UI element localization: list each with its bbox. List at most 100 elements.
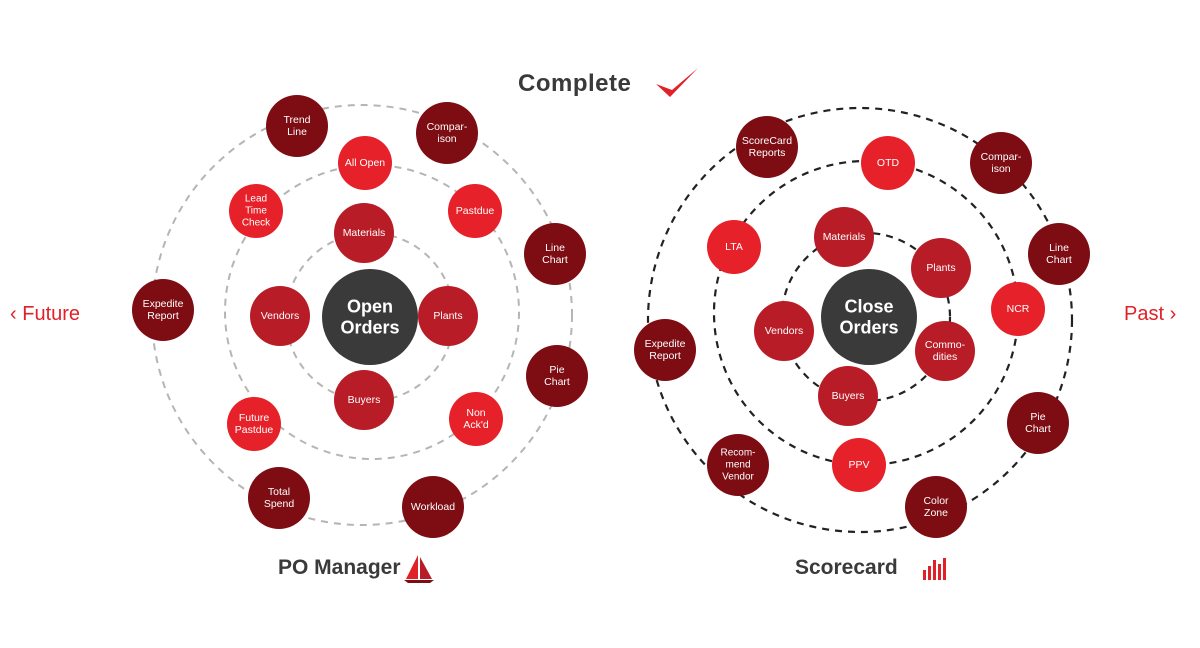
chevron-left-icon: ‹ [10,303,17,325]
past-text: Past [1124,303,1165,325]
node-circle[interactable] [227,397,281,451]
node-circle[interactable] [634,319,696,381]
node-circle[interactable] [416,102,478,164]
center-label: Close [844,296,893,316]
node-materials[interactable]: Materials [814,207,874,267]
node-label: Materials [823,231,866,243]
node-plants[interactable]: Plants [418,286,478,346]
node-label: Report [649,350,681,362]
node-circle[interactable] [814,207,874,267]
node-circle[interactable] [754,301,814,361]
node-all-open[interactable]: All Open [338,136,392,190]
node-label: Ack'd [463,419,489,431]
node-label: ison [437,133,456,145]
node-label: Zone [924,507,948,519]
node-circle[interactable] [707,220,761,274]
node-circle[interactable] [911,238,971,298]
node-label: ison [991,163,1010,175]
node-label: All Open [345,157,385,169]
center-label: Open [347,296,393,316]
node-circle[interactable] [266,95,328,157]
node-commo-dities[interactable]: Commo-dities [915,321,975,381]
node-label: PPV [848,459,869,471]
node-circle[interactable] [707,434,769,496]
node-circle[interactable] [905,476,967,538]
node-plants[interactable]: Plants [911,238,971,298]
node-label: Line [1049,242,1069,254]
past-label: Past › [1124,303,1176,326]
node-circle[interactable] [132,279,194,341]
node-circle[interactable] [418,286,478,346]
node-label: ScoreCard [742,135,792,147]
node-circle[interactable] [338,136,392,190]
node-buyers[interactable]: Buyers [334,370,394,430]
node-label: Chart [1046,254,1072,266]
orbit-ring-3 [646,106,1074,534]
node-label: Vendors [765,325,804,337]
node-buyers[interactable]: Buyers [818,366,878,426]
node-circle[interactable] [402,476,464,538]
center-label: Orders [340,318,399,338]
node-lta[interactable]: LTA [707,220,761,274]
node-circle[interactable] [915,321,975,381]
node-circle[interactable] [449,392,503,446]
checkmark-icon [656,68,698,97]
node-ncr[interactable]: NCR [991,282,1045,336]
node-vendors[interactable]: Vendors [754,301,814,361]
node-circle[interactable] [524,223,586,285]
node-circle[interactable] [1028,223,1090,285]
node-circle[interactable] [861,136,915,190]
node-circle[interactable] [334,370,394,430]
node-label: LTA [725,241,743,253]
node-circle[interactable] [334,203,394,263]
node-circle[interactable] [1007,392,1069,454]
node-ppv[interactable]: PPV [832,438,886,492]
page-title: Complete [518,70,632,97]
node-label: Report [147,310,179,322]
orbit-ring-3 [151,104,573,526]
node-vendors[interactable]: Vendors [250,286,310,346]
node-circle[interactable] [526,345,588,407]
node-workload[interactable]: Workload [402,476,464,538]
node-compar-ison[interactable]: Compar-ison [970,132,1032,194]
node-circle[interactable] [991,282,1045,336]
node-materials[interactable]: Materials [334,203,394,263]
node-label: Expedite [143,298,184,310]
node-compar-ison[interactable]: Compar-ison [416,102,478,164]
node-circle[interactable] [970,132,1032,194]
node-label: Materials [343,227,386,239]
node-circle[interactable] [248,467,310,529]
node-label: Color [923,495,949,507]
node-pastdue[interactable]: Pastdue [448,184,502,238]
po-manager-label: PO Manager [278,556,401,579]
node-label: Line [545,242,565,254]
node-circle[interactable] [229,184,283,238]
node-label: Pastdue [456,205,495,217]
node-label: Workload [411,501,455,513]
node-circle[interactable] [736,116,798,178]
node-circle[interactable] [448,184,502,238]
node-label: Plants [433,310,462,322]
node-circle[interactable] [832,438,886,492]
node-label: Expedite [645,338,686,350]
node-label: OTD [877,157,900,169]
node-otd[interactable]: OTD [861,136,915,190]
node-label: Total [268,486,290,498]
node-circle[interactable] [250,286,310,346]
node-circle[interactable] [818,366,878,426]
